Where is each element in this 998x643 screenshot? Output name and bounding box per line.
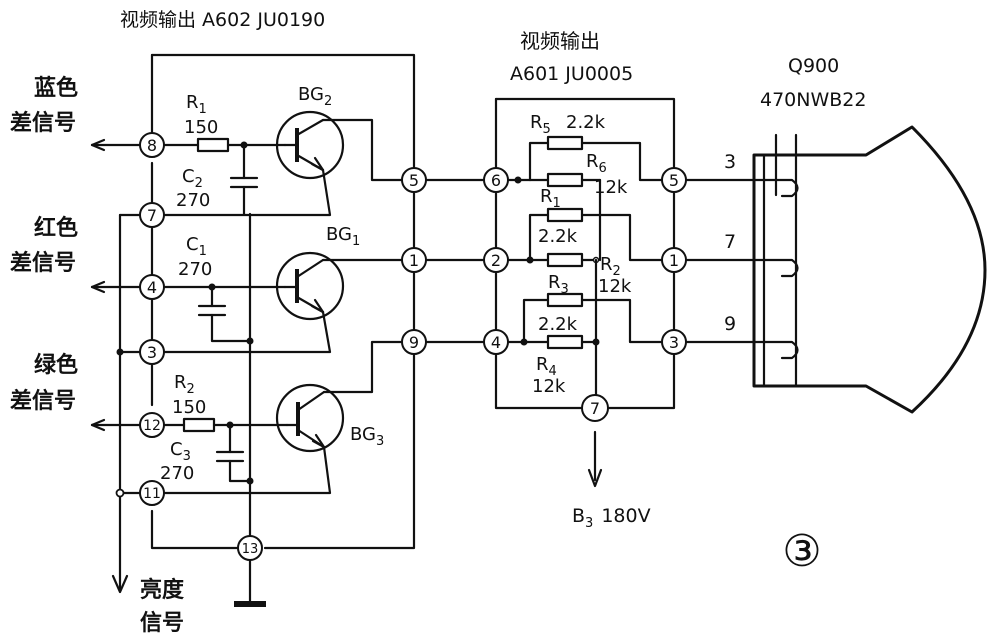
bg2-stage bbox=[162, 110, 404, 217]
red-label-2: 差信号 bbox=[10, 250, 76, 276]
crt-wiring bbox=[684, 178, 767, 344]
board-a602-frame bbox=[150, 53, 416, 550]
blue-label-2: 差信号 bbox=[10, 110, 76, 136]
title-a601-line2: A601 JU0005 bbox=[510, 63, 633, 85]
resistor-r5 bbox=[546, 135, 584, 151]
c2-label: C2 bbox=[182, 166, 203, 191]
pin-9: 9 bbox=[724, 313, 736, 335]
node-4: 4 bbox=[147, 278, 157, 297]
r5-label: R5 bbox=[530, 112, 551, 137]
titles: 视频输出 A602 JU0190 视频输出 A601 JU0005 Q900 4… bbox=[120, 9, 866, 111]
pin-7: 7 bbox=[724, 231, 736, 253]
r1-value: 150 bbox=[184, 117, 218, 138]
resistor-r1 bbox=[196, 137, 230, 153]
r7-label: R1 bbox=[540, 186, 561, 211]
node-5a: 5 bbox=[409, 171, 419, 190]
ground-bus bbox=[234, 212, 266, 607]
input-wiring bbox=[90, 138, 142, 594]
board-a601-frame bbox=[494, 97, 676, 410]
blue-label-1: 蓝色 bbox=[34, 75, 78, 101]
crt-tube bbox=[752, 125, 987, 414]
r9-value: 150 bbox=[172, 397, 206, 418]
lum-label-1: 亮度 bbox=[140, 577, 185, 603]
c1-label: C1 bbox=[186, 234, 207, 259]
node-1c: 1 bbox=[669, 251, 679, 270]
bg3-stage bbox=[162, 340, 404, 495]
figure-number: ③ bbox=[782, 526, 821, 577]
crt-pin-labels: 3 7 9 bbox=[724, 151, 736, 335]
node-labels: 8 7 4 3 12 11 13 5 1 9 6 2 4 5 1 3 7 bbox=[143, 136, 679, 557]
green-label-2: 差信号 bbox=[10, 388, 76, 414]
node-1a: 1 bbox=[409, 251, 419, 270]
node-3c: 3 bbox=[669, 333, 679, 352]
connection-nodes bbox=[139, 132, 687, 561]
c3-label: C3 bbox=[170, 439, 191, 464]
r3-label: R3 bbox=[548, 272, 569, 297]
r2b-value: 12k bbox=[598, 276, 632, 297]
title-crt-line1: Q900 bbox=[788, 55, 839, 77]
resistor-r2b bbox=[546, 252, 584, 268]
c2-value: 270 bbox=[176, 190, 210, 211]
title-a602: 视频输出 A602 JU0190 bbox=[120, 9, 325, 31]
resistor-r2 bbox=[182, 417, 216, 433]
interconnect bbox=[424, 178, 486, 344]
title-a601-line1: 视频输出 bbox=[520, 29, 600, 53]
node-4b: 4 bbox=[491, 333, 501, 352]
r4-label: R4 bbox=[536, 354, 557, 379]
green-label-1: 绿色 bbox=[34, 352, 78, 378]
node-7: 7 bbox=[147, 206, 157, 225]
resistor-r6 bbox=[546, 172, 584, 188]
r6-value: 12k bbox=[594, 177, 628, 198]
node-7c: 7 bbox=[590, 399, 600, 418]
r5-value: 2.2k bbox=[566, 112, 606, 133]
r8-value: 2.2k bbox=[538, 314, 578, 335]
bg2-label: BG2 bbox=[298, 84, 332, 109]
transistor-bg3 bbox=[275, 383, 345, 453]
pin-3: 3 bbox=[724, 151, 736, 173]
r9-label: R2 bbox=[174, 372, 195, 397]
bg1-label: BG1 bbox=[326, 224, 360, 249]
r6-label: R6 bbox=[586, 151, 607, 176]
r7-value: 2.2k bbox=[538, 226, 578, 247]
bg3-label: BG3 bbox=[350, 424, 384, 449]
title-crt-line2: 470NWB22 bbox=[760, 89, 866, 111]
transistor-bg1 bbox=[275, 251, 345, 321]
resistor-r4b bbox=[546, 334, 584, 350]
lum-label-2: 信号 bbox=[140, 610, 184, 636]
node-12: 12 bbox=[143, 418, 161, 434]
a601-network bbox=[506, 135, 664, 488]
node-6b: 6 bbox=[491, 171, 501, 190]
node-8: 8 bbox=[147, 136, 157, 155]
node-11: 11 bbox=[143, 486, 161, 502]
r4-value: 12k bbox=[532, 376, 566, 397]
node-2b: 2 bbox=[491, 251, 501, 270]
c3-value: 270 bbox=[160, 463, 194, 484]
c1-value: 270 bbox=[178, 259, 212, 280]
r2b-label: R2 bbox=[600, 254, 621, 279]
transistor-bg2 bbox=[275, 110, 345, 180]
node-9a: 9 bbox=[409, 333, 419, 352]
r1-label: R1 bbox=[186, 92, 207, 117]
component-labels: BG2 BG1 BG3 R1 150 C2 270 C1 270 R2 150 … bbox=[160, 84, 632, 484]
red-label-1: 红色 bbox=[34, 215, 78, 241]
input-labels: 蓝色 差信号 红色 差信号 绿色 差信号 亮度 信号 bbox=[10, 75, 185, 636]
bg1-stage bbox=[162, 251, 404, 354]
node-3: 3 bbox=[147, 343, 157, 362]
node-5c: 5 bbox=[669, 171, 679, 190]
node-13: 13 bbox=[242, 542, 259, 557]
